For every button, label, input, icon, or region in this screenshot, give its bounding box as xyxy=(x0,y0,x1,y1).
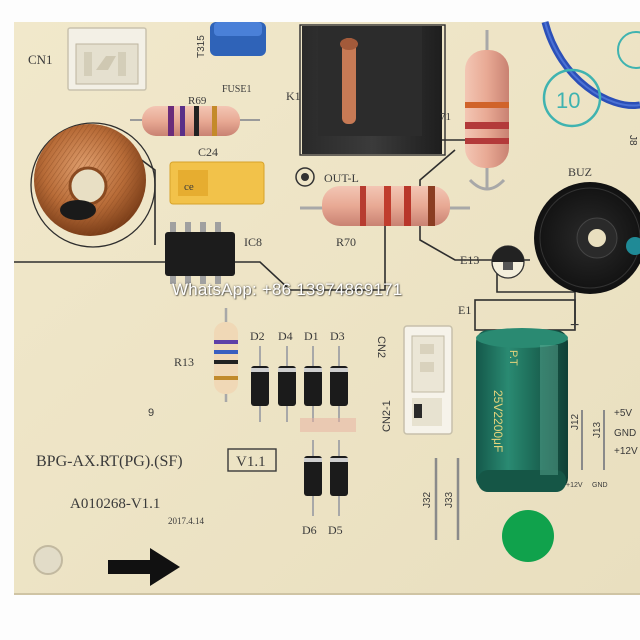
out-l-label: OUT-L xyxy=(324,171,359,185)
c24-capacitor xyxy=(169,161,265,205)
capacitor-text: 25V2200μF xyxy=(491,390,505,452)
out-l-terminal xyxy=(295,167,315,187)
diode-d2 xyxy=(251,346,269,422)
buzzer xyxy=(534,182,640,294)
gnd-small-label: GND xyxy=(592,482,608,489)
r71-label: 71 xyxy=(440,111,451,123)
r70-label: R70 xyxy=(336,235,356,249)
diode-d5 xyxy=(330,440,348,516)
green-dot xyxy=(502,510,554,562)
r13-resistor xyxy=(214,308,238,402)
cn1-connector xyxy=(67,27,147,91)
d6-label: D6 xyxy=(302,523,317,537)
d5-label: D5 xyxy=(328,523,343,537)
board-model: BPG-AX.RT(PG).(SF) xyxy=(36,453,183,470)
buz-label: BUZ xyxy=(568,165,592,179)
c24-mark: ce xyxy=(184,181,194,193)
v5-label: +5V xyxy=(614,408,632,419)
direction-arrow xyxy=(108,548,180,586)
k1-relay xyxy=(302,26,442,154)
diode-d1 xyxy=(304,346,322,422)
fuse1-label: FUSE1 xyxy=(222,84,251,95)
e1-plus: + xyxy=(570,317,579,334)
mounting-hole xyxy=(33,545,63,575)
j13-label: J13 xyxy=(592,421,603,438)
gnd-label: GND xyxy=(614,428,636,439)
cn2-1-label: CN2-1 xyxy=(381,400,393,432)
ic8-label: IC8 xyxy=(244,235,262,249)
hole-label: 9 xyxy=(148,407,154,419)
r69-resistor xyxy=(130,106,260,136)
e13-label: E13 xyxy=(460,253,479,267)
d1-label: D1 xyxy=(304,329,319,343)
r69-label: R69 xyxy=(188,95,207,107)
j8-label: J8 xyxy=(627,135,638,146)
electrolytic-capacitor xyxy=(476,328,568,492)
c24-label: C24 xyxy=(198,145,218,159)
t315-label: T315 xyxy=(196,35,207,58)
toroid-inductor xyxy=(34,124,146,236)
diode-d6 xyxy=(304,440,322,516)
diode-d3 xyxy=(330,346,348,422)
cn1-label: CN1 xyxy=(28,52,53,67)
fuse-component xyxy=(210,22,266,56)
d2-label: D2 xyxy=(250,329,265,343)
r71-resistor xyxy=(465,30,509,191)
version-box xyxy=(227,448,277,472)
ink-circle-text: 10 xyxy=(556,88,580,113)
cn2-label: CN2 xyxy=(375,336,387,358)
v12-small-label: +12V xyxy=(566,482,583,489)
diode-d4 xyxy=(278,346,296,422)
r13-label: R13 xyxy=(174,355,194,369)
ic8-chip xyxy=(165,222,235,284)
d3-label: D3 xyxy=(330,329,345,343)
d4-label: D4 xyxy=(278,329,293,343)
board-version: V1.1 xyxy=(236,454,266,470)
part-number: A010268-V1.1 xyxy=(70,496,160,512)
e1-label: E1 xyxy=(458,303,471,317)
solder-mark xyxy=(300,418,356,432)
ink-circle-mark xyxy=(542,31,640,128)
j33-label: J33 xyxy=(444,491,455,508)
board-date: 2017.4.14 xyxy=(168,516,205,526)
watermark-text: WhatsApp: +86 13974869171 xyxy=(172,280,403,299)
v12-label: +12V xyxy=(614,446,638,457)
r70-resistor xyxy=(300,186,470,226)
j32-label: J32 xyxy=(422,491,433,508)
j12-label: J12 xyxy=(570,413,581,430)
capacitor-brand: P.T xyxy=(507,350,519,366)
k1-label: K1 xyxy=(286,89,301,103)
e13-component xyxy=(491,245,525,279)
cn2-connector xyxy=(403,325,453,435)
